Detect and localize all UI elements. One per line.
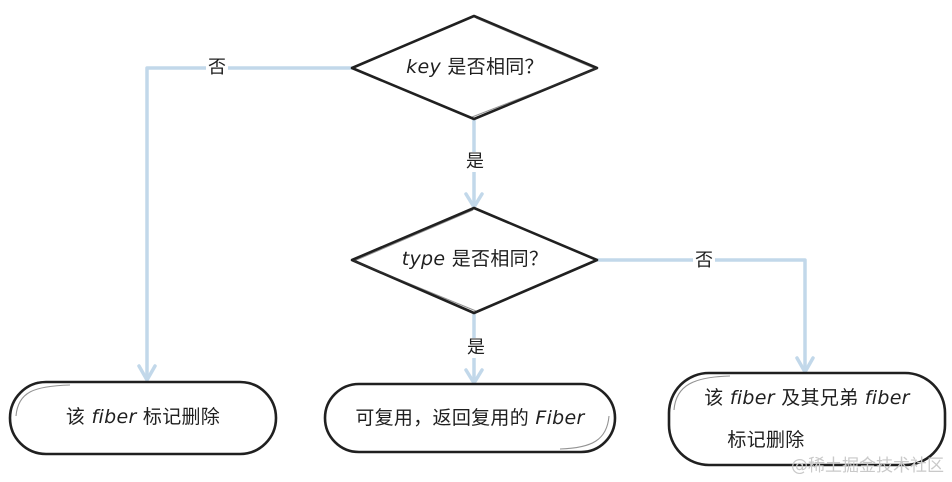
delete-fiber-siblings-label-line1: 该 fiber 及其兄弟 fiber (676, 389, 938, 408)
reuse-fiber-italic: Fiber (535, 407, 585, 429)
type-decision-sketch-line (352, 209, 477, 312)
key-decision-suffix: 是否相同？ (441, 56, 544, 78)
reuse-fiber-sketch-line (559, 415, 610, 450)
delete-fiber-siblings-box (667, 371, 947, 467)
edge-key-no-to-delete-fiber (145, 66, 354, 380)
type-decision-suffix: 是否相同？ (445, 248, 549, 270)
reuse-fiber-before: 可复用，返回复用的 (355, 407, 536, 429)
edge-type-no-to-delete-fiber-siblings (596, 258, 807, 372)
edge-label-key-no: 否 (206, 57, 228, 78)
delete-fiber-label: 该 fiber 标记删除 (40, 408, 246, 427)
delete-fiber-sketch-line (15, 384, 71, 417)
arrowhead-delete-fiber (137, 364, 157, 382)
key-decision-sketch-line (471, 17, 598, 118)
watermark-text: @稀土掘金技术社区 (791, 456, 944, 476)
type-decision-label: type 是否相同？ (380, 250, 570, 269)
type-decision-prefix: type (401, 248, 446, 270)
delete-fiber-siblings-line1-before: 该 (704, 387, 730, 409)
type-decision-diamond (350, 206, 599, 315)
delete-fiber-siblings-label-line2: 标记删除 (727, 429, 805, 451)
delete-fiber-italic: fiber (91, 406, 137, 428)
edge-label-type-no: 否 (693, 250, 715, 271)
delete-fiber-siblings-sketch-line (673, 375, 731, 411)
delete-fiber-before: 该 (65, 406, 92, 428)
key-decision-prefix: key (406, 56, 441, 78)
key-decision-label: key 是否相同？ (384, 58, 566, 77)
edge-label-type-yes: 是 (465, 337, 487, 358)
reuse-fiber-box (323, 382, 617, 454)
delete-fiber-siblings-line1-middle: 及其兄弟 (774, 387, 865, 409)
key-decision-diamond (350, 14, 599, 121)
edge-label-key-yes: 是 (464, 151, 486, 172)
delete-fiber-siblings-line1-italic1: fiber (729, 387, 775, 409)
delete-fiber-box (8, 380, 278, 456)
reuse-fiber-label: 可复用，返回复用的 Fiber (331, 409, 609, 428)
delete-fiber-siblings-line1-italic2: fiber (864, 387, 910, 409)
delete-fiber-after: 标记删除 (136, 406, 221, 428)
